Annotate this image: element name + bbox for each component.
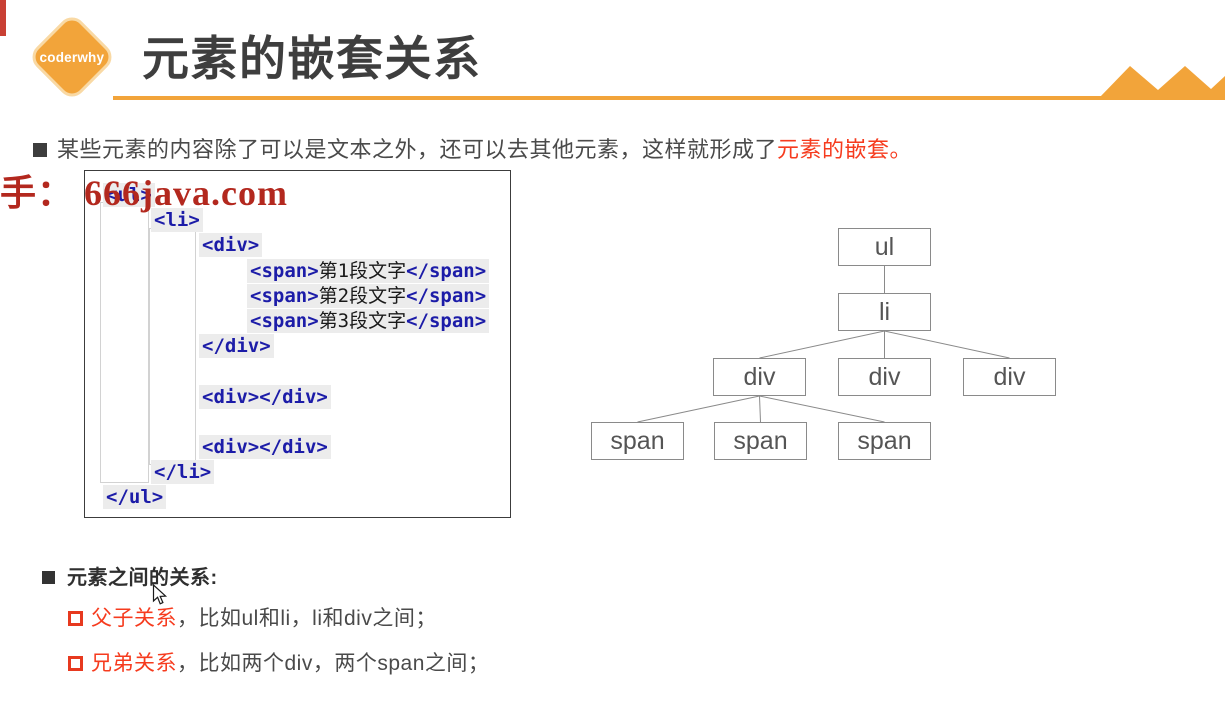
code-line: <div></div>	[103, 384, 489, 410]
mouse-cursor-icon	[152, 584, 168, 605]
relation-item-sibling: 兄弟关系，比如两个div，两个span之间；	[68, 647, 489, 677]
relations-heading-line: 元素之间的关系:	[42, 561, 218, 590]
tree-node-div-2: div	[838, 358, 931, 396]
code-line: <li>	[103, 208, 489, 233]
indent-guide	[100, 202, 149, 483]
square-bullet-icon	[42, 571, 55, 584]
code-block: <ul><li><div><span>第1段文字</span><span>第2段…	[85, 171, 490, 510]
dom-tree-diagram: ul li div div div span span span	[560, 220, 1070, 470]
tree-node-span-1: span	[591, 422, 684, 460]
hollow-square-bullet-icon	[68, 611, 83, 626]
tree-node-div-3: div	[963, 358, 1056, 396]
code-line	[103, 410, 489, 435]
header-divider	[113, 96, 1225, 100]
tree-node-ul: ul	[838, 228, 931, 266]
watermark: 手： 666java.com	[0, 173, 288, 213]
code-line: </div>	[103, 334, 489, 359]
code-line: <ul>	[103, 183, 489, 208]
logo-label: coderwhy	[39, 49, 105, 65]
intro-highlight: 元素的嵌套。	[777, 137, 913, 162]
intro-text: 某些元素的内容除了可以是文本之外，还可以去其他元素，这样就形成了	[57, 137, 778, 162]
corner-accent	[0, 0, 6, 36]
tree-node-div-1: div	[713, 358, 806, 396]
relation-rest: ，比如ul和li，li和div之间；	[177, 607, 437, 630]
code-line	[103, 359, 489, 384]
logo-diamond: coderwhy	[26, 11, 118, 103]
square-bullet-icon	[33, 143, 47, 157]
mountains-decoration	[1080, 66, 1225, 97]
relation-rest: ，比如两个div，两个span之间；	[177, 652, 490, 675]
coderwhy-logo: coderwhy	[26, 11, 118, 103]
tree-edges	[637, 266, 1010, 423]
code-panel: <ul><li><div><span>第1段文字</span><span>第2段…	[84, 170, 511, 518]
relation-item-parent-child: 父子关系，比如ul和li，li和div之间；	[68, 602, 437, 632]
tree-node-li: li	[838, 293, 931, 331]
indent-guide	[149, 228, 196, 465]
relation-term: 兄弟关系	[91, 652, 177, 675]
tree-node-span-3: span	[838, 422, 931, 460]
hollow-square-bullet-icon	[68, 656, 83, 671]
relations-heading: 元素之间的关系:	[67, 567, 218, 589]
page-title: 元素的嵌套关系	[142, 32, 482, 85]
relation-term: 父子关系	[91, 607, 177, 630]
code-line: <span>第3段文字</span>	[103, 308, 490, 334]
tree-node-span-2: span	[714, 422, 807, 460]
code-line: </li>	[103, 460, 489, 485]
code-line: <span>第1段文字</span>	[103, 258, 490, 284]
code-line: <div>	[103, 233, 489, 258]
code-line: <div></div>	[103, 434, 489, 460]
code-line: </ul>	[103, 485, 489, 510]
code-line: <span>第2段文字</span>	[103, 283, 490, 309]
intro-bullet-line: 某些元素的内容除了可以是文本之外，还可以去其他元素，这样就形成了元素的嵌套。	[33, 132, 912, 164]
